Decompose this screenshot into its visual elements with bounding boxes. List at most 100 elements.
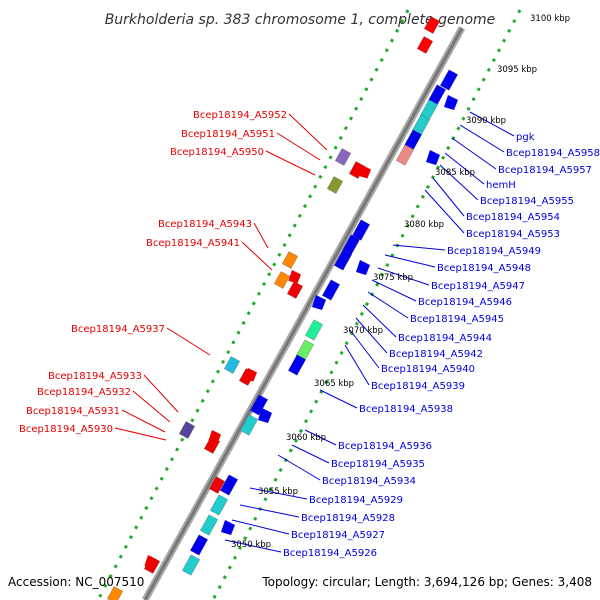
label-leader-lines [114,111,515,553]
gene-label[interactable]: Bcep18194_A5938 [359,404,453,415]
leader-line [121,409,166,433]
kbp-tick-label: 3060 kbp [286,433,326,443]
leader-line [166,327,211,356]
gene-label[interactable]: Bcep18194_A5926 [283,548,377,559]
gene-label[interactable]: pgk [516,132,535,143]
gene-label[interactable]: Bcep18194_A5954 [466,212,560,223]
leader-line [349,329,380,369]
gene-label[interactable]: Bcep18194_A5953 [466,229,560,240]
gene-label[interactable]: Bcep18194_A5940 [381,364,475,375]
gene-feature [190,534,208,556]
gene-feature [305,319,323,341]
leader-line [143,374,179,413]
kbp-tick-label: 3075 kbp [373,273,413,283]
leader-line [392,244,446,251]
gene-feature [179,421,195,439]
gene-arrow [221,520,235,535]
gene-arrow [444,95,458,110]
kbp-tick-label: 3085 kbp [435,168,475,178]
leader-line [362,304,397,338]
leader-line [344,344,370,386]
tick-track-outer [211,9,522,600]
leader-line [377,267,430,286]
gene-label[interactable]: Bcep18194_A5933 [48,371,142,382]
gene-label[interactable]: Bcep18194_A5951 [181,129,275,140]
gene-label[interactable]: Bcep18194_A5928 [301,513,395,524]
gene-label[interactable]: Bcep18194_A5957 [498,165,592,176]
gene-label[interactable]: Bcep18194_A5944 [398,333,492,344]
gene-feature [220,474,238,496]
leader-line [371,279,417,302]
gene-label[interactable]: Bcep18194_A5936 [338,441,432,452]
leader-line [265,150,316,176]
gene-label[interactable]: Bcep18194_A5942 [389,349,483,360]
gene-arrow [258,408,272,423]
gene-feature [282,251,298,269]
gene-feature [322,279,340,301]
gene-label[interactable]: hemH [486,180,516,191]
leader-line [132,390,171,423]
gene-label[interactable]: Bcep18194_A5929 [309,495,403,506]
gene-feature [224,356,240,374]
gene-label[interactable]: Bcep18194_A5945 [410,314,504,325]
leader-line [355,317,388,354]
gene-feature [209,476,225,494]
gene-label[interactable]: Bcep18194_A5937 [71,324,165,335]
gene-arrow [244,368,257,382]
gene-label[interactable]: Bcep18194_A5934 [322,476,416,487]
gene-label[interactable]: Bcep18194_A5952 [193,110,287,121]
gene-arrow [144,555,157,569]
leader-line [384,254,436,268]
leader-line [288,113,328,151]
gene-arrow [356,260,370,275]
accession-text: Accession: NC_007510 [8,575,144,589]
gene-label[interactable]: Bcep18194_A5939 [371,381,465,392]
gene-feature [424,16,440,34]
kbp-tick-label: 3055 kbp [258,487,298,497]
tick-track-inner [96,9,410,600]
gene-label[interactable]: Bcep18194_A5927 [291,530,385,541]
gene-label[interactable]: Bcep18194_A5947 [431,281,525,292]
leader-line [469,111,515,137]
gene-feature [396,144,414,166]
kbp-tick-label: 3070 kbp [343,326,383,336]
gene-label[interactable]: Bcep18194_A5932 [37,387,131,398]
genome-summary-text: Topology: circular; Length: 3,694,126 bp… [261,575,592,589]
gene-label[interactable]: Bcep18194_A5950 [170,147,264,158]
gene-label[interactable]: Bcep18194_A5931 [26,406,120,417]
gene-feature [200,514,218,536]
gene-feature [182,554,200,576]
gene-label[interactable]: Bcep18194_A5941 [146,238,240,249]
gene-feature [335,148,351,166]
gene-feature [250,394,268,416]
leader-line [239,504,300,518]
kbp-tick-label: 3065 kbp [314,379,354,389]
gene-feature [107,586,123,600]
gene-label[interactable]: Bcep18194_A5948 [437,263,531,274]
gene-label[interactable]: Bcep18194_A5946 [418,297,512,308]
gene-arrow [312,295,326,310]
kbp-tick-label: 3080 kbp [404,220,444,230]
leader-line [249,487,308,500]
gene-label[interactable]: Bcep18194_A5930 [19,424,113,435]
gene-label[interactable]: Bcep18194_A5943 [158,219,252,230]
left-labels: Bcep18194_A5952Bcep18194_A5951Bcep18194_… [19,110,287,435]
gene-feature [334,249,352,271]
kbp-tick-label: 3100 kbp [530,14,570,24]
gene-arrow [426,150,440,165]
gene-feature [327,176,343,194]
gene-label[interactable]: Bcep18194_A5955 [480,196,574,207]
leader-line [231,519,290,535]
gene-label[interactable]: Bcep18194_A5935 [331,459,425,470]
leader-line [276,132,321,161]
leader-line [444,152,485,185]
chromosome-backbone-core [143,27,464,600]
gene-arrow [288,270,301,284]
leader-line [319,389,358,409]
gene-feature [274,271,290,289]
leader-line [367,291,409,319]
gene-label[interactable]: Bcep18194_A5949 [447,246,541,257]
gene-label[interactable]: Bcep18194_A5958 [506,148,600,159]
